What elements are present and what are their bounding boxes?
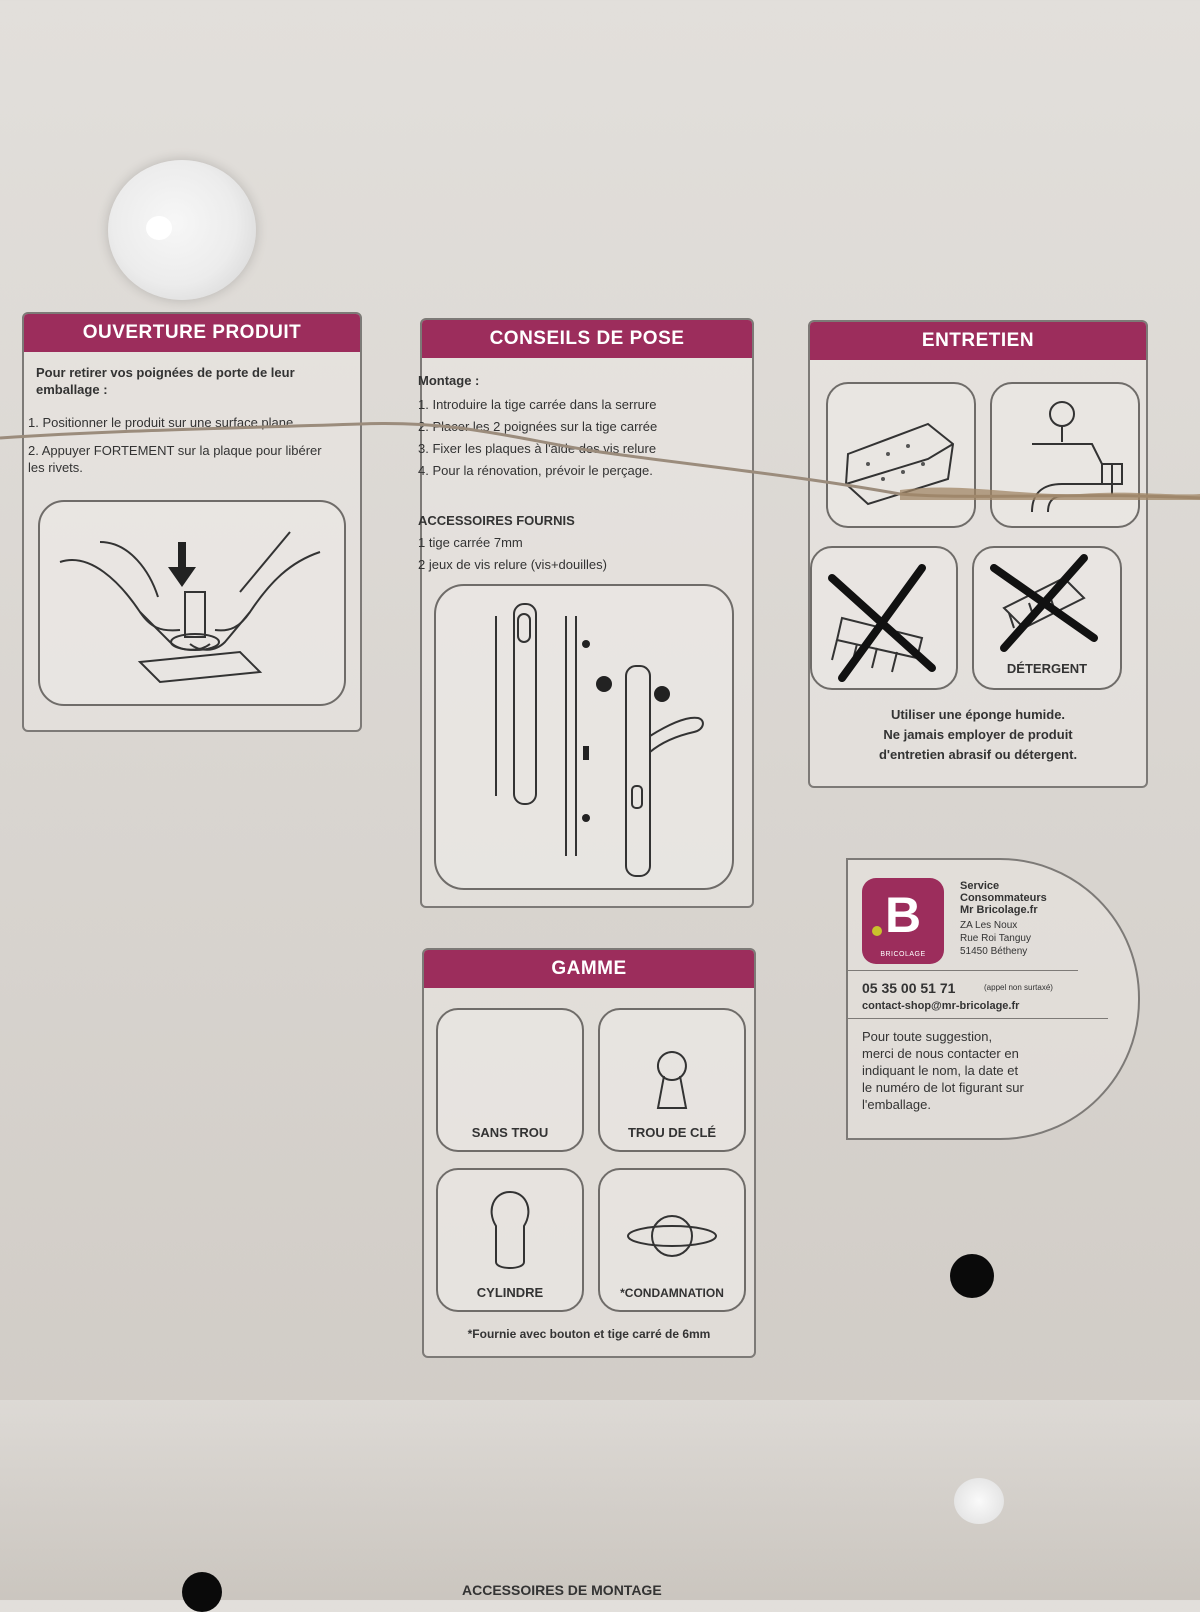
gamme-cylindre: CYLINDRE xyxy=(436,1168,584,1312)
gamme-footnote: *Fournie avec bouton et tige carré de 6m… xyxy=(467,1327,711,1341)
bottom-white-hole xyxy=(954,1478,1004,1524)
conseils-title: CONSEILS DE POSE xyxy=(422,320,752,358)
montage-label: Montage : xyxy=(418,373,480,388)
gamme-title: GAMME xyxy=(424,950,754,988)
service-email: contact-shop@mr-bricolage.fr xyxy=(862,1000,1020,1012)
gamme-label-cylindre: CYLINDRE xyxy=(476,1285,544,1300)
hands-press-icon xyxy=(59,531,321,684)
gamme-condamnation: *CONDAMNATION xyxy=(598,1168,746,1312)
conseils-step-3: 3. Fixer les plaques à l'aide des vis re… xyxy=(418,441,657,456)
accessoires-item-1: 1 tige carrée 7mm xyxy=(418,535,523,550)
handle-assembly-diagram xyxy=(434,584,734,890)
conseils-step-2: 2. Placer les 2 poignées sur la tige car… xyxy=(418,419,658,434)
ouverture-intro: Pour retirer vos poignées de porte de le… xyxy=(36,365,295,397)
ouverture-step-1: 1. Positionner le produit sur une surfac… xyxy=(28,415,297,430)
gamme-label-trou-de-cle: TROU DE CLÉ xyxy=(627,1125,717,1140)
brand-logo-dot xyxy=(872,926,882,936)
service-suggestion-1: Pour toute suggestion, xyxy=(862,1029,993,1044)
handle-assembly-icon xyxy=(495,603,704,877)
tap-icon xyxy=(1031,401,1123,513)
gamme-panel: GAMME SANS TROU TROU DE CLÉ CYLINDRE *CO… xyxy=(422,948,756,1358)
service-address-3: 51450 Bétheny xyxy=(960,946,1028,957)
condamnation-icon xyxy=(627,1215,717,1257)
gamme-sans-trou: SANS TROU xyxy=(436,1008,584,1152)
brand-logo: B BRICOLAGE xyxy=(862,878,944,964)
ouverture-step-2: 2. Appuyer FORTEMENT sur la plaque pour … xyxy=(28,443,322,475)
service-address-2: Rue Roi Tanguy xyxy=(960,933,1031,944)
service-divider-2 xyxy=(848,1018,1108,1019)
bottom-black-dot xyxy=(182,1572,222,1612)
bottom-accessoires-text: ACCESSOIRES DE MONTAGE xyxy=(462,1582,662,1598)
service-suggestion-2: merci de nous contacter en xyxy=(862,1046,1019,1061)
service-phone: 05 35 00 51 71 xyxy=(862,980,956,996)
service-divider-1 xyxy=(848,970,1078,971)
service-title-1: Service xyxy=(960,880,1000,892)
detergent-crossed-icon xyxy=(990,554,1098,652)
detergent-label: DÉTERGENT xyxy=(1006,661,1088,676)
tap-box xyxy=(990,382,1140,528)
service-phone-note: (appel non surtaxé) xyxy=(984,983,1053,992)
detergent-box: DÉTERGENT xyxy=(972,546,1122,690)
service-title-2: Consommateurs xyxy=(960,892,1047,904)
brand-logo-sub: BRICOLAGE xyxy=(880,951,926,958)
service-address-1: ZA Les Noux xyxy=(960,920,1018,931)
accessoires-item-2: 2 jeux de vis relure (vis+douilles) xyxy=(418,557,607,572)
ouverture-title: OUVERTURE PRODUIT xyxy=(24,314,360,352)
entretien-title: ENTRETIEN xyxy=(810,322,1146,360)
ouverture-panel: OUVERTURE PRODUIT Pour retirer vos poign… xyxy=(22,312,362,732)
service-suggestion-5: l'emballage. xyxy=(862,1097,931,1112)
entretien-note-1: Utiliser une éponge humide. xyxy=(890,707,1066,722)
brush-box xyxy=(810,546,958,690)
entretien-note-2: Ne jamais employer de produit xyxy=(883,727,1073,742)
sponge-box xyxy=(826,382,976,528)
conseils-step-4: 4. Pour la rénovation, prévoir le perçag… xyxy=(418,463,653,478)
accessoires-title: ACCESSOIRES FOURNIS xyxy=(418,513,575,528)
sponge-icon xyxy=(844,422,955,506)
gamme-label-sans-trou: SANS TROU xyxy=(471,1125,549,1140)
conseils-panel: CONSEILS DE POSE Montage : 1. Introduire… xyxy=(418,318,754,908)
gamme-label-condamnation: *CONDAMNATION xyxy=(620,1286,724,1300)
service-suggestion-4: le numéro de lot figurant sur xyxy=(862,1080,1024,1095)
gamme-trou-de-cle: TROU DE CLÉ xyxy=(598,1008,746,1152)
bottom-torn-area: ACCESSOIRES DE MONTAGE xyxy=(0,1400,1200,1612)
package-hole xyxy=(108,160,256,300)
entretien-note-3: d'entretien abrasif ou détergent. xyxy=(878,747,1078,762)
service-title-3: Mr Bricolage.fr xyxy=(960,904,1038,916)
service-card: B BRICOLAGE Service Consommateurs Mr Bri… xyxy=(846,858,1140,1140)
hands-press-illustration xyxy=(38,500,346,706)
entretien-panel: ENTRETIEN xyxy=(808,320,1148,788)
service-suggestion-3: indiquant le nom, la date et xyxy=(862,1063,1019,1078)
brush-crossed-icon xyxy=(828,564,936,682)
cylinder-keyhole-icon xyxy=(490,1190,530,1269)
brand-logo-letter: B xyxy=(884,887,922,943)
black-dot xyxy=(950,1254,994,1298)
keyhole-icon xyxy=(656,1051,688,1109)
conseils-step-1: 1. Introduire la tige carrée dans la ser… xyxy=(418,397,657,412)
